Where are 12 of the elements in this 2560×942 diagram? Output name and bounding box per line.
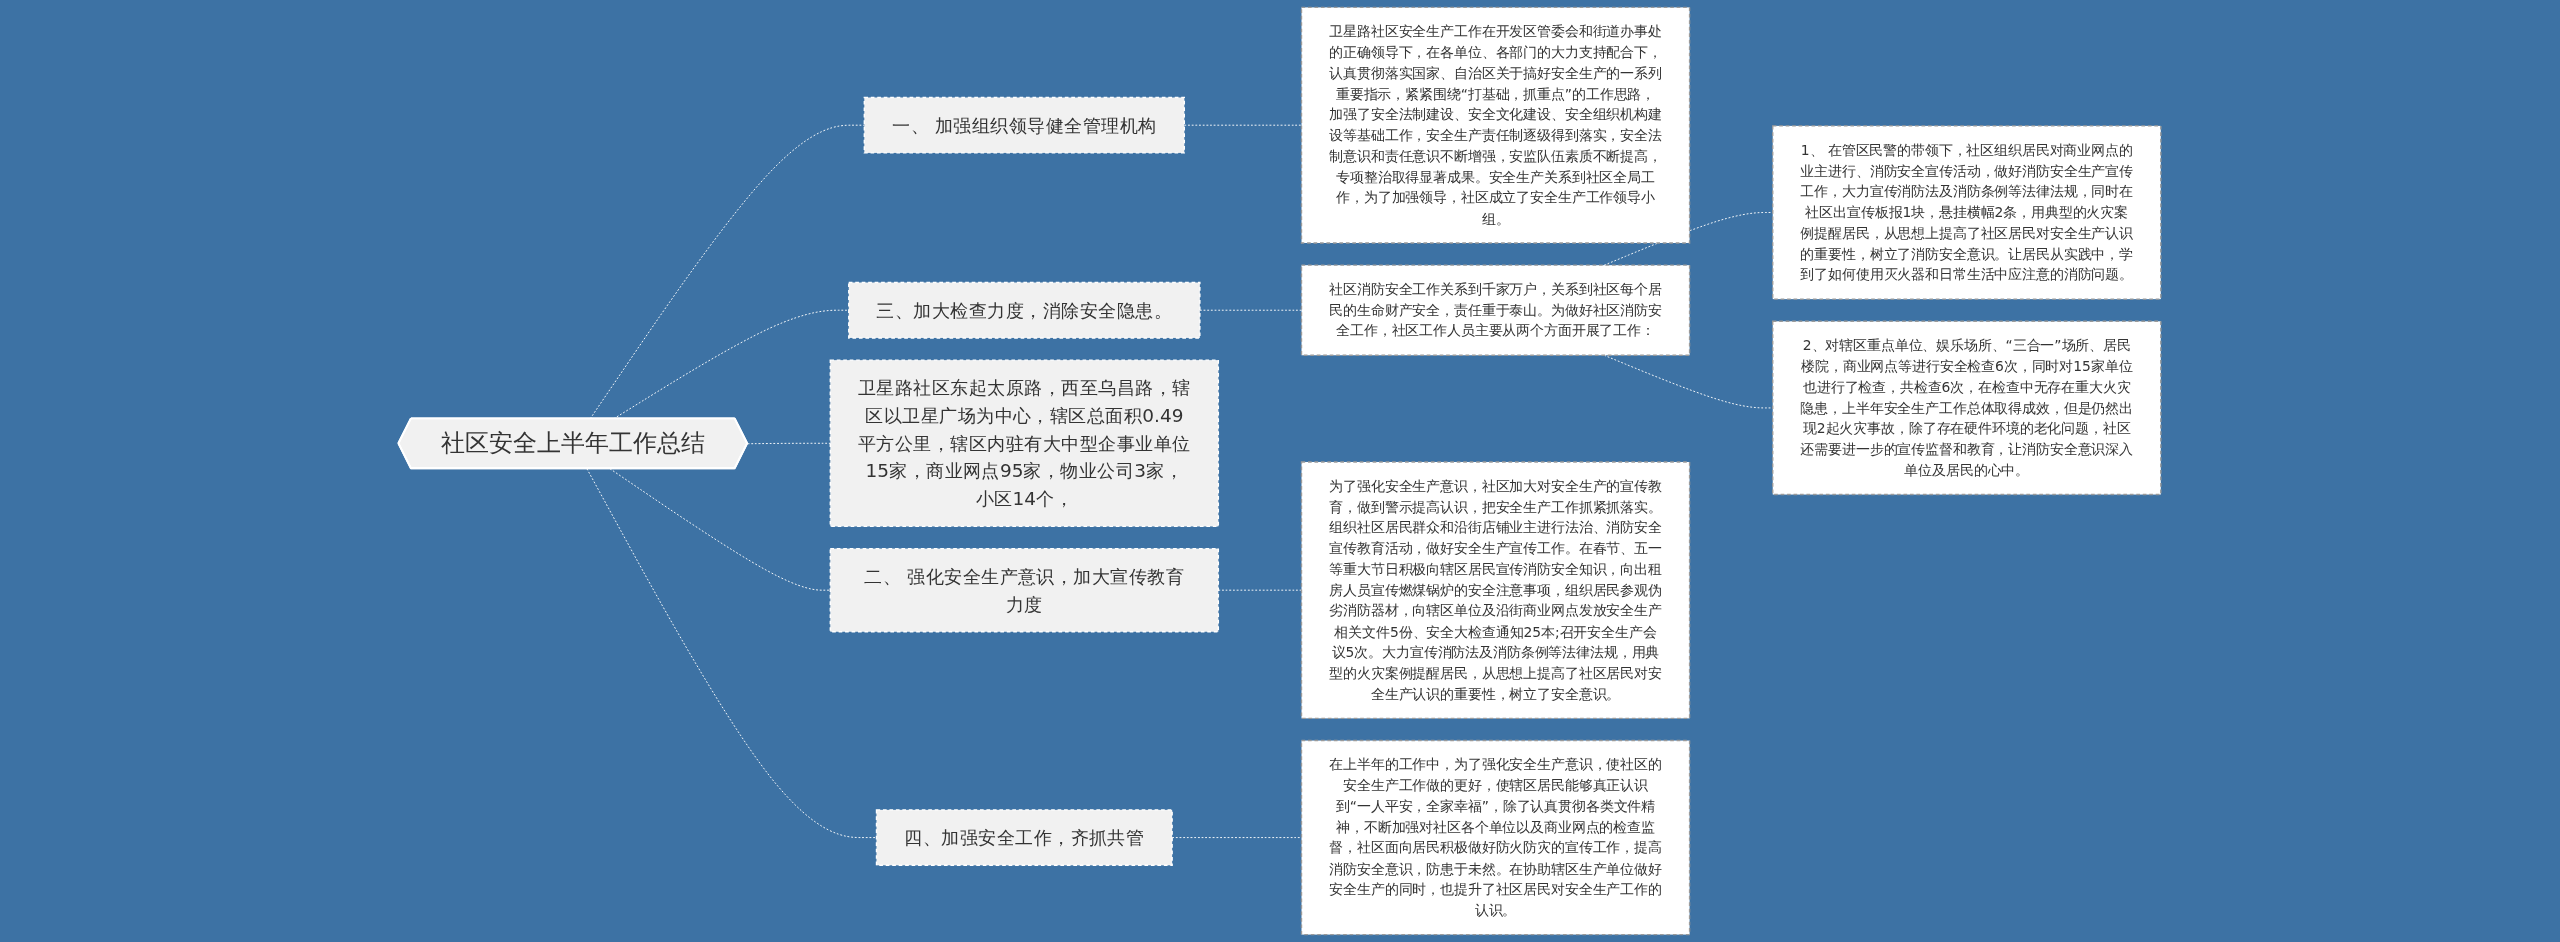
node-box: 为了强化安全生产意识，社区加大对安全生产的宣传教育，做到警示提高认识，把安全生产工作抓紧抓落实。组织社区居民群众和沿街店铺业主进行法治、消防安全宣传教育活动，做好安全生产宣传工作。在春节、五一等重大节日积极向辖区居民宣传消防安全知识，向出租房人员宣传燃煤锅炉的安全注意事项，组织居民参观伪劣消防器材，向辖区单位及沿街商业网点发放安全生产相关文件5份、安全大检查通知25本;召开安全生产会议5次。大力宣传消防法及消防条例等法律法规，用典型的火灾案例提醒居民，从思想上提高了社区居民对安全生产认识的重要性，树立了安全意识。 xyxy=(1301,461,1691,720)
node-box: 一、 加强组织领导健全管理机构 xyxy=(864,96,1186,154)
node-box: 在上半年的工作中，为了强化安全生产意识，使社区的安全生产工作做的更好，使辖区居民能够真正认识到“一人平安，全家幸福”，除了认真贯彻各类文件精神，不断加强对社区各个单位以及商业网点的检查监督，社区面向居民积极做好防火防灾的宣传工作，提高消防安全意识，防患于未然。在协助辖区生产单位做好安全生产的同时，也提升了社区居民对安全生产工作的认识。 xyxy=(1301,739,1691,936)
node-box: 1、 在管区民警的带领下，社区组织居民对商业网点的业主进行、消防安全宣传活动，做好消防安全生产宣传工作，大力宣传消防法及消防条例等法律法规，同时在社区出宣传板报1块，悬挂横幅2条，用典型的火灾案例提醒居民，从思想上提高了社区居民对安全生产认识的重要性，树立了消防安全意识。让居民从实践中，学到了如何使用灭火器和日常生活中应注意的消防问题。 xyxy=(1772,125,2162,300)
connector xyxy=(1604,354,1774,409)
node-box: 四、加强安全工作，齐抓共管 xyxy=(876,809,1174,866)
node-box: 社区消防安全工作关系到千家万户，关系到社区每个居民的生命财产安全，责任重于泰山。为做好社区消防安全工作，社区工作人员主要从两个方面开展了工作： xyxy=(1301,264,1691,356)
node-box: 2、对辖区重点单位、娱乐场所、“三合一”场所、居民楼院，商业网点等进行安全检查6次，同时对15家单位也进行了检查，共检查6次，在检查中无存在重大火灾隐患，上半年安全生产工作总体取得成效，但是仍然出现2起火灾事故，除了存在硬件环境的老化问题，社区还需要进一步的宣传监督和教育，让消防安全意识深入单位及居民的心中。 xyxy=(1772,320,2162,496)
node-box: 卫星路社区东起太原路，西至乌昌路，辖区以卫星广场为中心，辖区总面积0.49平方公里，辖区内驻有大中型企事业单位15家，商业网点95家，物业公司3家，小区14个， xyxy=(829,359,1220,528)
node-box: 三、加大检查力度，消除安全隐患。 xyxy=(848,281,1201,339)
node-box: 卫星路社区安全生产工作在开发区管委会和街道办事处的正确领导下，在各单位、各部门的大力支持配合下，认真贯彻落实国家、自治区关于搞好安全生产的一系列重要指示，紧紧围绕“打基础，抓重点”的工作思路，加强了安全法制建设、安全文化建设、安全组织机构建设等基础工作，安全生产责任制逐级得到落实，安全法制意识和责任意识不断增强，安监队伍素质不断提高，专项整治取得显著成果。安全生产关系到社区全局工作，为了加强领导，社区成立了安全生产工作领导小组。 xyxy=(1301,6,1691,244)
node-box: 二、 强化安全生产意识，加大宣传教育力度 xyxy=(829,547,1220,633)
